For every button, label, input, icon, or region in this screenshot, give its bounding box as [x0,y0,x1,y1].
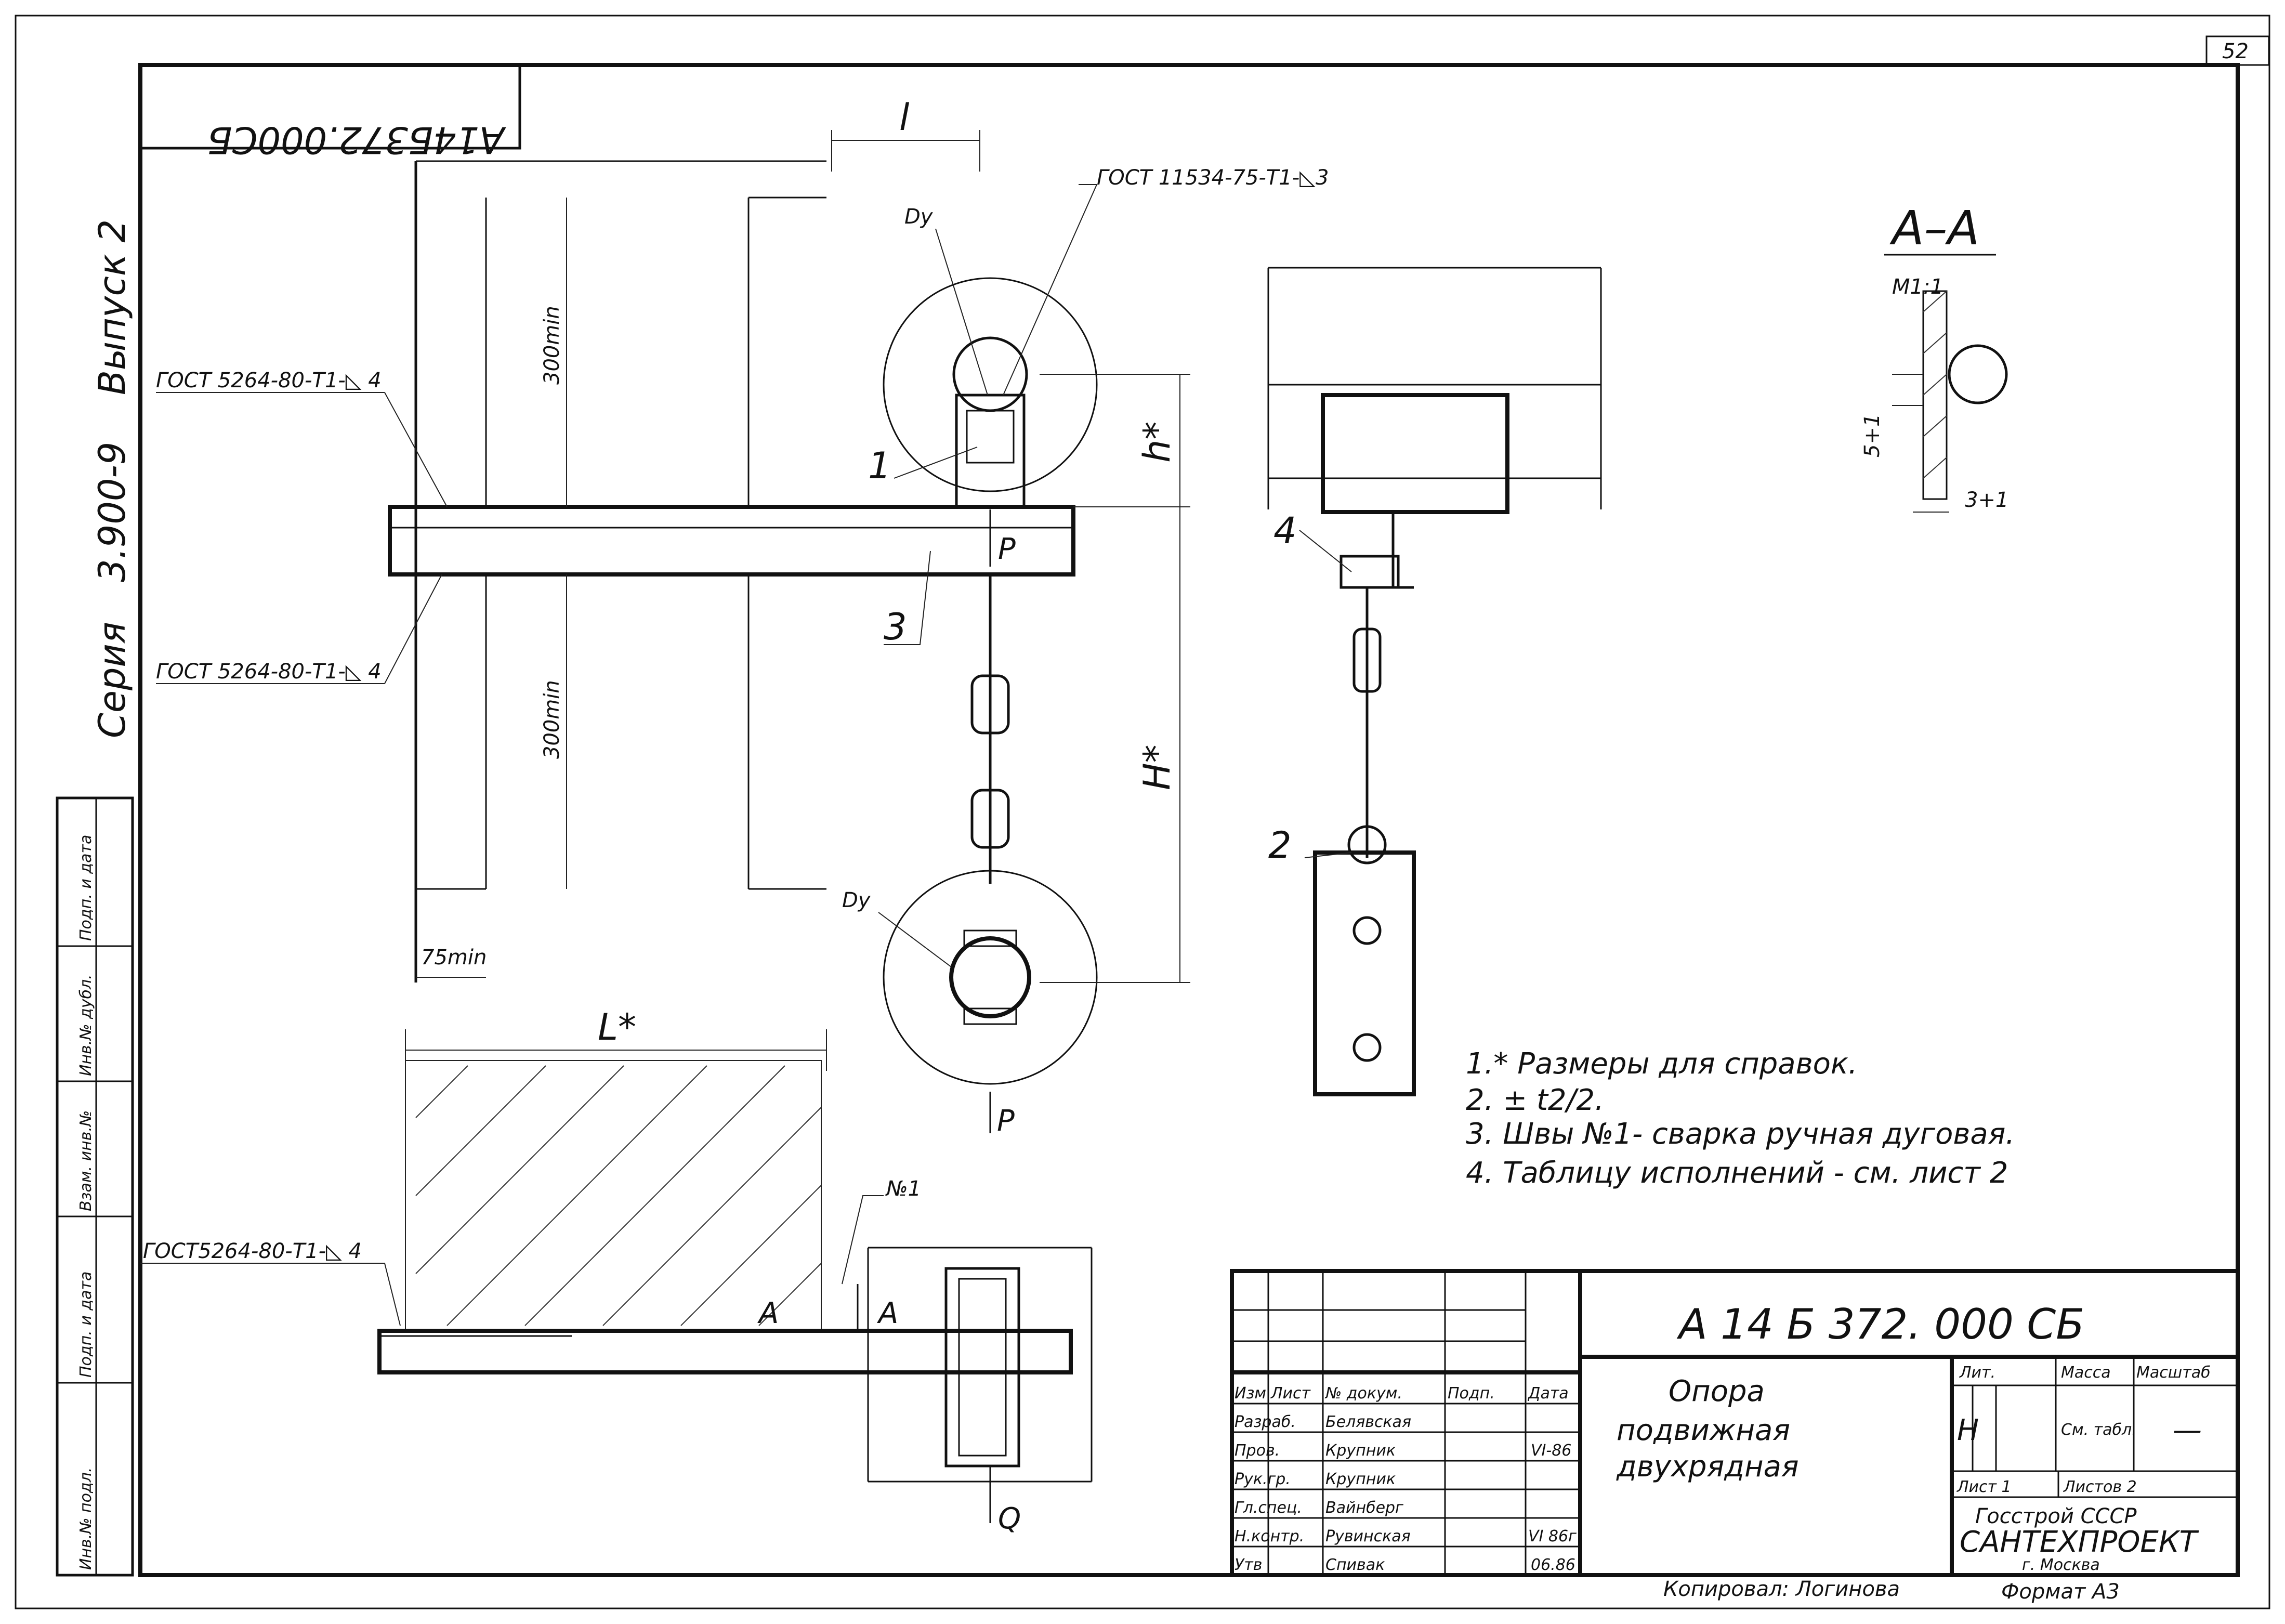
tb-header-doc: № докум. [1324,1384,1402,1403]
tb-role-2: Пров. [1235,1442,1280,1460]
designation-box-top [139,63,521,150]
notes: 1.* Размеры для справок. 2. ± t2/2. 3. Ш… [1466,1047,2015,1190]
tb-scale: Масштаб [2136,1364,2211,1382]
tb-name-1: Белявская [1325,1413,1411,1431]
gost-left-note-1: ГОСТ 5264-80-Т1-◺ 4 [156,369,382,392]
tb-header-list: Лист [1270,1384,1311,1403]
outer-border [15,15,2270,1609]
dim-300min-bottom: 300min [540,680,564,759]
tb-header-date: Дата [1527,1384,1569,1403]
tb-role-1: Разраб. [1235,1413,1296,1431]
tb-name-line1: Опора [1669,1374,1765,1408]
note-4: 4. Таблицу исполнений - см. лист 2 [1466,1156,2008,1190]
left-stamp: Подп. и дата Инв.№ дубл. Взам. инв.№ Под… [56,796,134,1577]
tb-org1: Госстрой СССР [1975,1504,2137,1528]
load-q: Q [998,1502,1021,1536]
tb-role-3: Рук.гр. [1235,1470,1291,1488]
designation-rotated: А14Б372.000СБ [207,119,506,161]
section-aa: А–А М1:1 5+1 3+1 [1860,201,2008,513]
front-view: 300min 300min 75min l Dу Dу P P [156,96,1329,1138]
gost-left-note-2: ГОСТ 5264-80-Т1-◺ 4 [156,660,382,684]
load-p-bottom: P [997,1104,1015,1138]
tb-mass-value: См. табл. [2061,1421,2137,1439]
dim-dy-top: Dу [904,205,934,229]
tb-name-5: Рувинская [1325,1527,1411,1546]
gost-left-note-3: ГОСТ5264-80-Т1-◺ 4 [143,1239,362,1263]
gost-top-note: ГОСТ 11534-75-Т1-◺3 [1097,166,1329,190]
callout-3: 3 [884,606,907,648]
svg-text:Подп. и дата: Подп. и дата [77,835,95,941]
sheet-number-box [2205,35,2270,66]
section-scale: М1:1 [1892,275,1943,299]
note-1: 1.* Размеры для справок. [1466,1047,1858,1081]
section-label: А–А [1889,201,1979,256]
format-label: Формат А3 [2001,1580,2120,1604]
tb-org3: г. Москва [2022,1556,2100,1574]
tb-name-6: Спивак [1325,1556,1385,1574]
tb-scale-value: — [2173,1413,2202,1447]
tb-role-6: Утв [1235,1556,1262,1574]
series-number: 3.900-9 [91,442,134,582]
series-label: Серия [91,622,134,738]
side-view: 4 2 [1267,267,1602,1096]
tb-date-6: 06.86 [1531,1556,1575,1574]
svg-text:Инв.№ дубл.: Инв.№ дубл. [77,974,95,1076]
tb-name-2: Крупник [1325,1442,1396,1460]
dim-300min-top: 300min [540,306,564,385]
copied-by: Копировал: Логинова [1663,1577,1900,1601]
tb-name-3: Крупник [1325,1470,1396,1488]
tb-org2: САНТЕХПРОЕКТ [1960,1525,2199,1559]
inner-frame [138,63,2240,1577]
tb-name-line3: двухрядная [1616,1450,1799,1484]
issue-label: Выпуск 2 [91,219,134,395]
title-block: Изм Лист № докум. Подп. Дата Разраб. Бел… [1230,1269,2240,1577]
dim-h-small: h* [1136,422,1178,463]
tb-name-line2: подвижная [1617,1413,1790,1447]
tb-sheets: Листов 2 [2063,1478,2137,1496]
tb-mass: Масса [2061,1364,2111,1382]
section-marker-left: А [757,1296,779,1330]
tb-header-sign: Подп. [1448,1384,1495,1403]
plan-view: L* ГОСТ5264-80-Т1-◺ 4 №1 А А Q [140,1006,1093,1536]
tb-date-5: VI 86г [1528,1527,1577,1546]
tb-date-2: VI-86 [1531,1442,1571,1460]
tb-lit-value: Н [1957,1413,1979,1447]
load-p-top: P [998,532,1016,566]
section-dim2: 3+1 [1965,488,2008,512]
callout-2: 2 [1268,824,1292,867]
tb-lit: Лит. [1959,1364,1995,1382]
note-3: 3. Швы №1- сварка ручная дуговая. [1466,1117,2015,1151]
callout-4: 4 [1273,509,1297,552]
section-marker-right: А [877,1296,898,1330]
dim-75min: 75min [421,946,487,970]
callout-1: 1 [868,444,891,487]
svg-text:Взам. инв.№: Взам. инв.№ [77,1110,95,1211]
svg-text:Подп. и дата: Подп. и дата [77,1272,95,1378]
svg-text:Инв.№ подл.: Инв.№ подл. [77,1468,95,1570]
dim-dy-bottom: Dу [842,888,871,912]
dim-h-large: H* [1136,744,1178,790]
tb-header-izm: Изм [1235,1384,1266,1403]
dim-l: l [899,96,910,139]
sheet-number: 52 [2222,40,2249,63]
section-dim1: 5+1 [1860,414,1884,457]
tb-role-5: Н.контр. [1235,1527,1304,1546]
tb-role-4: Гл.спец. [1235,1499,1302,1517]
note-2: 2. ± t2/2. [1466,1083,1604,1117]
tb-sheet: Лист 1 [1956,1478,2012,1496]
tb-name-4: Вайнберг [1325,1499,1403,1517]
weld-no1: №1 [885,1177,921,1201]
tb-designation: А 14 Б 372. 000 СБ [1676,1300,2084,1348]
dim-L: L* [598,1006,636,1049]
